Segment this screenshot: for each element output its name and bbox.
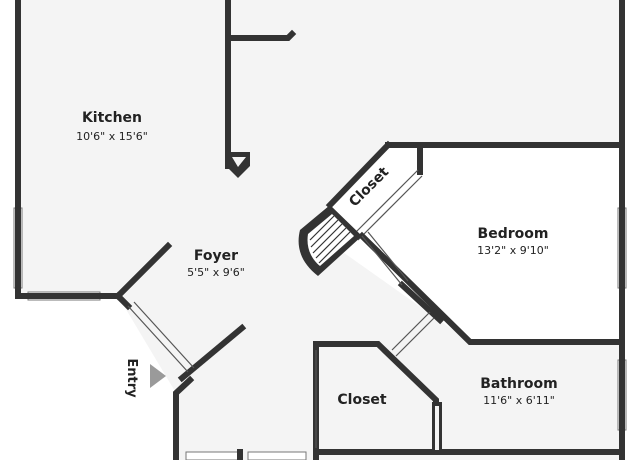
bath-door-line (391, 311, 431, 351)
wall-bedroom-bottom (357, 231, 625, 345)
entry-door-line (127, 305, 189, 373)
closet-door-line-2 (357, 175, 423, 241)
wall-foyer-door-jamb (113, 291, 133, 311)
bath-door-line-2 (395, 317, 435, 357)
bedroom-door-line-2 (367, 231, 409, 282)
pillar-notch (232, 157, 246, 167)
bathroom-name: Bathroom (480, 376, 558, 392)
window-bottom-1 (185, 451, 239, 460)
wall-bath-diag-seg (397, 280, 445, 325)
window-bottom-2 (247, 451, 307, 460)
wall-foyer-left-lower (173, 375, 195, 460)
bedroom-name: Bedroom (478, 226, 549, 242)
walls (15, 0, 625, 460)
entry-label: Entry (124, 358, 139, 398)
kitchen-name: Kitchen (82, 110, 142, 126)
foyer-dims: 5'5" x 9'6" (187, 266, 245, 279)
wall-foyer-lower-diag (177, 323, 247, 383)
wall-closet-diag-top (325, 140, 393, 210)
stair-treads (309, 215, 351, 264)
bedroom-door-line (361, 235, 403, 286)
bath-fixture-inner (435, 406, 439, 450)
closet-door-line (351, 169, 419, 237)
wall-partition-stub (225, 29, 297, 41)
bedroom-dims: 13'2" x 9'10" (477, 244, 549, 257)
foyer-name: Foyer (194, 248, 238, 264)
bathroom-dims: 11'6" x 6'11" (483, 394, 555, 407)
entry-door-line-2 (133, 301, 195, 369)
triangle-arrow-icon (150, 364, 166, 388)
wall-foyer-upper-diag (113, 241, 173, 301)
stair-treads-bg (307, 214, 354, 266)
closet-lower-name: Closet (337, 392, 387, 408)
kitchen-dims: 10'6" x 15'6" (76, 130, 148, 143)
